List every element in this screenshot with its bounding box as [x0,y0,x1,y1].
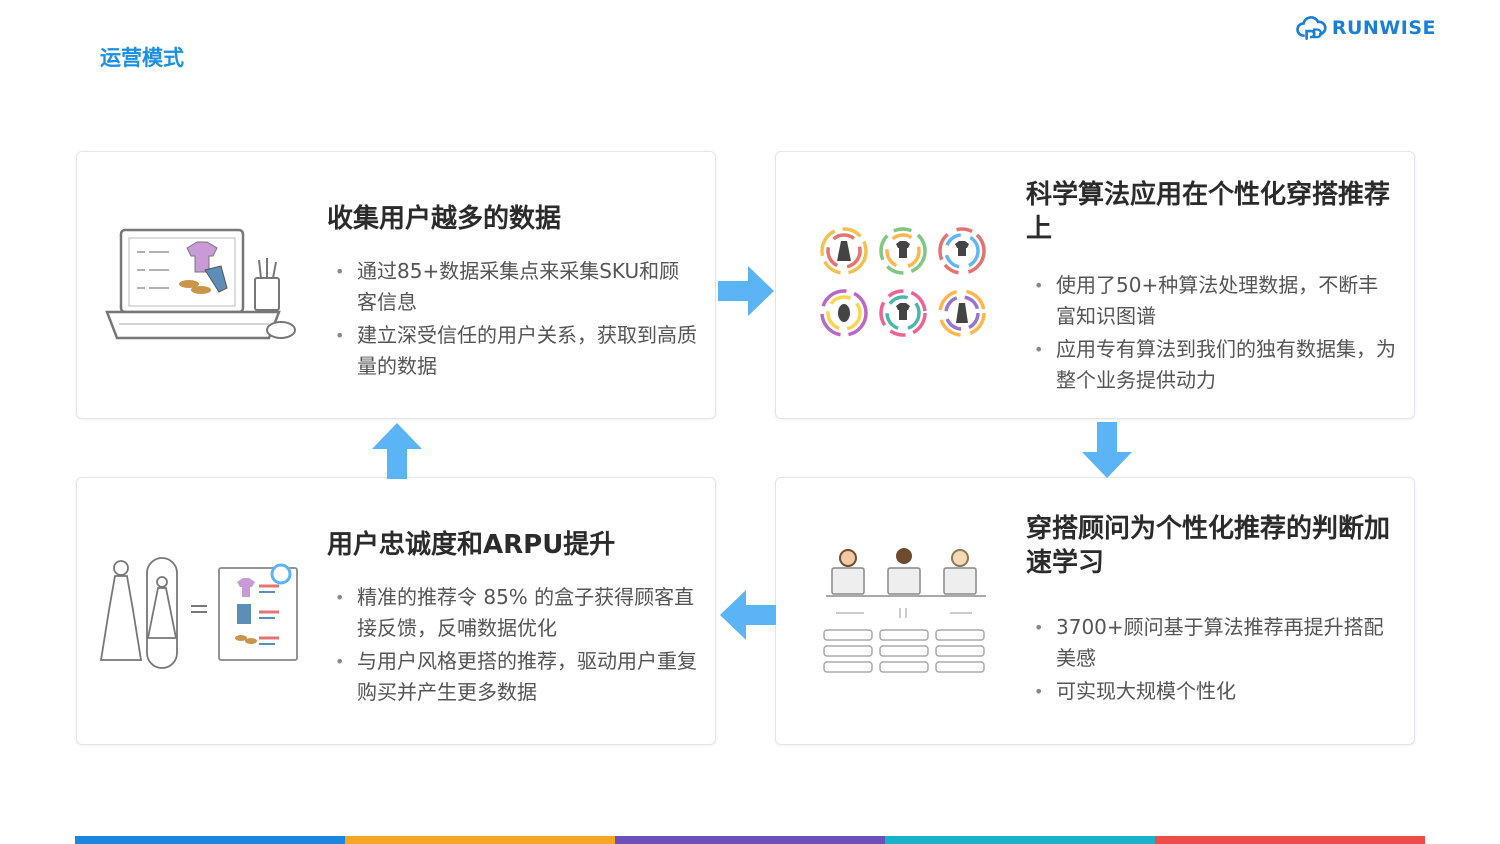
bar-segment-red [1155,836,1425,844]
card-collect-data: 收集用户越多的数据 通过85+数据采集点来采集SKU和顾客信息 建立深受信任的用… [76,151,716,419]
brand-name: RUNWISE [1331,17,1436,39]
stylists-illustration [816,478,1026,744]
card-title: 科学算法应用在个性化穿搭推荐上 [1026,180,1391,244]
list-item: 与用户风格更搭的推荐，驱动用户重复购买并产生更多数据 [327,646,697,708]
list-item: 应用专有算法到我们的独有数据集，为整个业务提供动力 [1026,334,1396,396]
laptop-illustration [99,152,309,418]
card-loyalty: 用户忠诚度和ARPU提升 精准的推荐令 85% 的盒子获得顾客直接反馈，反哺数据… [76,477,716,745]
runwise-logo: RUNWISE [1296,12,1436,44]
list-item: 使用了50+种算法处理数据，不断丰富知识图谱 [1026,270,1396,332]
list-item: 精准的推荐令 85% 的盒子获得顾客直接反馈，反哺数据优化 [327,582,697,644]
bullet-list: 通过85+数据采集点来采集SKU和顾客信息 建立深受信任的用户关系，获取到高质量… [327,256,697,382]
bullet-list: 精准的推荐令 85% 的盒子获得顾客直接反馈，反哺数据优化 与用户风格更搭的推荐… [327,582,697,708]
arrow-down-icon [1082,422,1132,478]
card-title: 穿搭顾问为个性化推荐的判断加速学习 [1026,514,1391,578]
card-title: 收集用户越多的数据 [327,204,562,234]
card-algorithms: 科学算法应用在个性化穿搭推荐上 使用了50+种算法处理数据，不断丰富知识图谱 应… [775,151,1415,419]
bar-segment-blue [75,836,345,844]
card-stylists: 穿搭顾问为个性化推荐的判断加速学习 3700+顾问基于算法推荐再提升搭配美感 可… [775,477,1415,745]
mirror-feedback-illustration [99,478,309,744]
bar-segment-purple [615,836,885,844]
bar-segment-orange [345,836,615,844]
list-item: 通过85+数据采集点来采集SKU和顾客信息 [327,256,697,318]
bar-segment-teal [885,836,1155,844]
bullet-list: 使用了50+种算法处理数据，不断丰富知识图谱 应用专有算法到我们的独有数据集，为… [1026,270,1396,396]
arrow-left-icon [720,590,776,640]
list-item: 可实现大规模个性化 [1026,676,1396,707]
bottom-color-bar [75,836,1425,844]
clothing-rings-illustration [816,152,1026,418]
card-title: 用户忠诚度和ARPU提升 [327,530,616,560]
cloud-logo-icon [1296,16,1327,40]
arrow-right-icon [718,266,774,316]
list-item: 建立深受信任的用户关系，获取到高质量的数据 [327,320,697,382]
page-title: 运营模式 [100,46,184,70]
arrow-up-icon [372,423,422,479]
bullet-list: 3700+顾问基于算法推荐再提升搭配美感 可实现大规模个性化 [1026,612,1396,707]
list-item: 3700+顾问基于算法推荐再提升搭配美感 [1026,612,1396,674]
